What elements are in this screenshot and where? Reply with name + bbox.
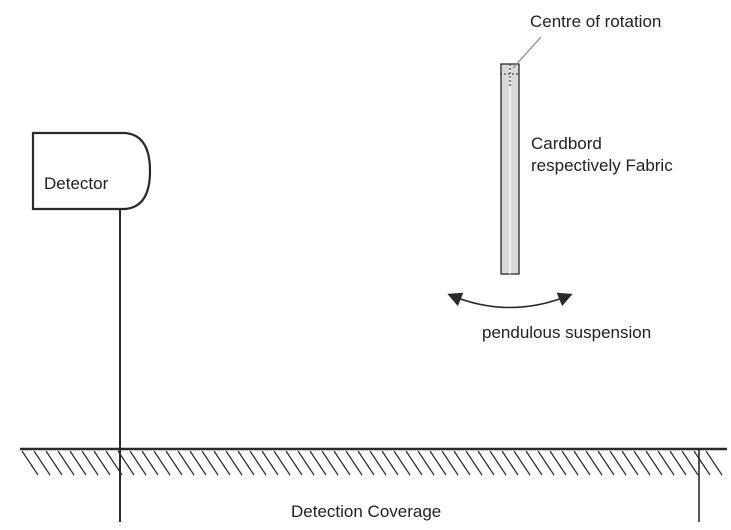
swing-arrow [447,292,573,309]
hatch-mark [609,450,627,476]
hatch-mark [501,450,519,476]
hatch-mark [57,450,75,476]
hatch-mark [657,450,675,476]
hatch-mark [69,450,87,476]
hatch-mark [189,450,207,476]
hatch-mark [645,450,663,476]
hatch-mark [585,450,603,476]
hatch-mark [309,450,327,476]
hatch-mark [249,450,267,476]
hatch-mark [213,450,231,476]
pendulous-suspension-label: pendulous suspension [482,323,652,342]
hatch-mark [597,450,615,476]
hatch-mark [237,450,255,476]
hatch-mark [573,450,591,476]
hatch-mark [261,450,279,476]
hatch-mark [669,450,687,476]
hatch-mark [465,450,483,476]
hatch-mark [681,450,699,476]
hatch-mark [141,450,159,476]
hatch-mark [705,450,723,476]
hatch-mark [273,450,291,476]
hatch-mark [93,450,111,476]
hatch-mark [381,450,399,476]
hatch-mark [405,450,423,476]
hatch-mark [81,450,99,476]
hatch-mark [429,450,447,476]
detector-housing [31,131,152,211]
hatch-mark [393,450,411,476]
detector-label: Detector [44,174,109,193]
hatch-mark [561,450,579,476]
hatch-mark [297,450,315,476]
material-label: Cardbord respectively Fabric [531,133,673,177]
hatch-mark [633,450,651,476]
hatch-mark [225,450,243,476]
hatch-mark [537,450,555,476]
hatch-mark [333,450,351,476]
hatch-mark [285,450,303,476]
hatch-mark [165,450,183,476]
hatch-mark [201,450,219,476]
hatch-mark [621,450,639,476]
centre-of-rotation-label: Centre of rotation [530,12,662,31]
hatch-mark [345,450,363,476]
hatch-mark [513,450,531,476]
hatch-mark [129,450,147,476]
hatch-mark [453,450,471,476]
hatch-mark [33,450,51,476]
hatch-mark [321,450,339,476]
hatch-mark [441,450,459,476]
material-label-line1: Cardbord [531,134,602,153]
ground-hatching [21,450,723,476]
hatch-mark [45,450,63,476]
hatch-mark [693,450,711,476]
hatch-mark [21,450,39,476]
hatch-mark [417,450,435,476]
material-label-line2: respectively Fabric [531,156,673,175]
hatch-mark [477,450,495,476]
hatch-mark [369,450,387,476]
hatch-mark [177,450,195,476]
centre-leader-line [512,36,542,69]
hatch-mark [525,450,543,476]
hatch-mark [153,450,171,476]
detection-coverage-label: Detection Coverage [291,502,442,521]
hatch-mark [549,450,567,476]
hatch-mark [489,450,507,476]
hatch-mark [357,450,375,476]
